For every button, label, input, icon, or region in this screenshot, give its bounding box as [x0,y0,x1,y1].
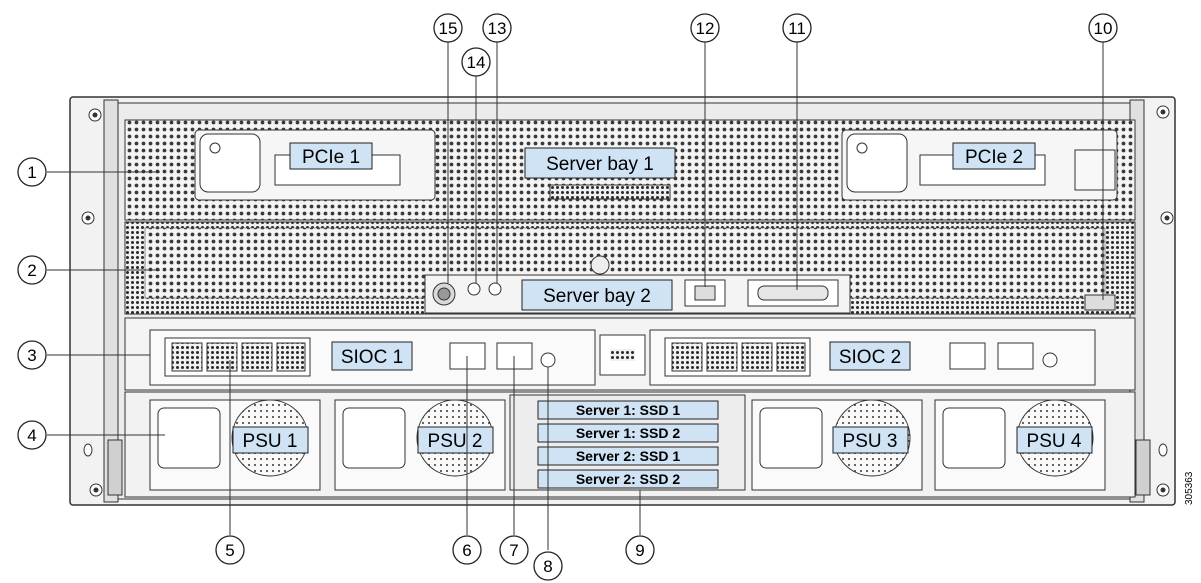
callout-7: 7 [499,535,529,565]
svg-text:3: 3 [27,346,36,365]
svg-text:Server 2: SSD 2: Server 2: SSD 2 [576,471,680,487]
svg-text:PSU 4: PSU 4 [1027,431,1082,452]
psu3-label: PSU 3 [832,426,909,454]
callout-12: 12 [690,13,720,43]
svg-text:SIOC 2: SIOC 2 [839,347,901,368]
svg-text:1: 1 [27,163,36,182]
svg-text:5: 5 [225,541,234,560]
svg-text:PSU 1: PSU 1 [243,431,298,452]
server-bay1-label: Server bay 1 [524,147,676,179]
psu4-label: PSU 4 [1016,426,1093,454]
svg-text:7: 7 [509,541,518,560]
pcie2-label: PCIe 2 [952,142,1036,170]
svg-text:PSU 3: PSU 3 [843,431,898,452]
svg-text:13: 13 [488,19,507,38]
health-led [488,282,502,296]
callout-6: 6 [452,535,482,565]
power-button[interactable] [432,282,456,306]
svg-text:14: 14 [467,53,486,72]
figure-id: 305363 [1184,471,1195,505]
svg-text:PCIe 2: PCIe 2 [965,147,1023,168]
ssd-2-label: Server 1: SSD 2 [537,423,719,443]
callout-13: 13 [482,13,512,43]
svg-text:Server bay 1: Server bay 1 [546,154,654,175]
svg-text:Server 2: SSD 1: Server 2: SSD 1 [576,448,680,464]
ssd-4-label: Server 2: SSD 2 [537,469,719,489]
svg-text:Server 1: SSD 2: Server 1: SSD 2 [576,425,680,441]
callout-2: 2 [17,255,47,285]
screw-icon [81,105,1174,497]
callout-15: 15 [433,13,463,43]
unit-id-button[interactable] [467,282,481,296]
callout-5: 5 [215,535,245,565]
kvm-connector-icon[interactable] [747,279,839,307]
svg-text:PSU 2: PSU 2 [428,431,483,452]
callout-1: 1 [17,157,47,187]
callout-9: 9 [625,535,655,565]
callout-4: 4 [17,420,47,450]
svg-text:11: 11 [788,19,806,38]
svg-text:Server 1: SSD 1: Server 1: SSD 1 [576,402,680,418]
psu1-label: PSU 1 [232,426,309,454]
svg-text:PCIe 1: PCIe 1 [302,147,360,168]
sioc-row [124,317,1136,391]
svg-text:12: 12 [696,19,715,38]
svg-text:Server bay 2: Server bay 2 [543,286,651,307]
svg-text:2: 2 [27,261,36,280]
svg-text:10: 10 [1094,19,1113,38]
callout-8: 8 [533,551,563,581]
psu2-label: PSU 2 [417,426,494,454]
callout-3: 3 [17,340,47,370]
callout-leaders [47,40,1104,550]
server-bay2-label: Server bay 2 [521,279,673,311]
sioc1-label: SIOC 1 [331,341,413,371]
pcie1-label: PCIe 1 [289,142,373,170]
svg-text:9: 9 [635,541,644,560]
svg-text:4: 4 [27,426,36,445]
callout-10: 10 [1088,13,1118,43]
svg-text:15: 15 [439,19,458,38]
svg-text:6: 6 [462,541,471,560]
ssd-3-label: Server 2: SSD 1 [537,446,719,466]
svg-text:SIOC 1: SIOC 1 [341,347,403,368]
ssd-1-label: Server 1: SSD 1 [537,400,719,420]
callout-14: 14 [461,47,491,77]
callout-11: 11 [782,13,812,43]
svg-text:8: 8 [543,557,552,576]
sioc2-label: SIOC 2 [829,341,911,371]
